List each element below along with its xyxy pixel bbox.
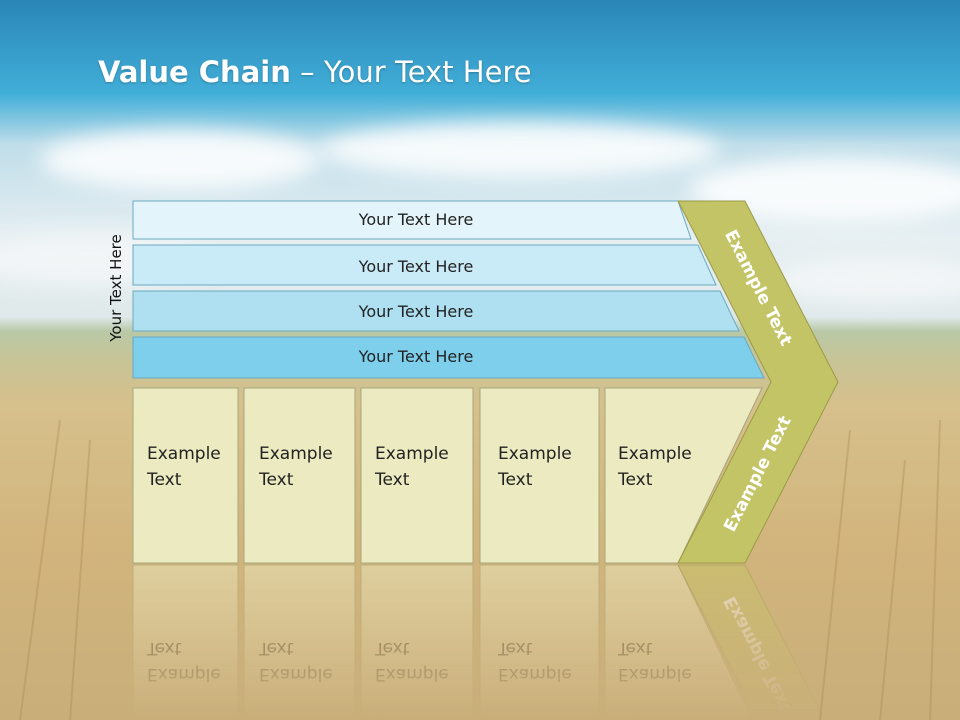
band-3 (132, 290, 740, 332)
cell-3 (360, 387, 474, 564)
cell-5-line1: Example (618, 444, 692, 464)
reflection-cell-4-line1: Example (498, 664, 572, 684)
reflection-cell-5-line2: Text (617, 638, 653, 658)
reflection-cell-3-line2: Text (374, 638, 410, 658)
title-main: Value Chain (98, 55, 291, 89)
page-title: Value Chain – Your Text Here (98, 55, 532, 89)
cell-2 (243, 387, 356, 564)
band-3-label: Your Text Here (358, 302, 474, 321)
title-rest: Your Text Here (323, 55, 532, 89)
band-1 (132, 200, 692, 240)
cell-1-line1: Example (147, 444, 221, 464)
cell-3-line2: Text (374, 470, 410, 490)
cell-4-line1: Example (498, 444, 572, 464)
reflection-cell-2-line1: Example (259, 664, 333, 684)
band-1-label: Your Text Here (358, 210, 474, 229)
reflection-cell-2-line2: Text (258, 638, 294, 658)
reflection-cell-4-line2: Text (497, 638, 533, 658)
reflection-cell-1-line2: Text (146, 638, 182, 658)
diagram-reflection: Example Text Example Text Example Text E… (132, 564, 826, 720)
cell-4-line2: Text (497, 470, 533, 490)
cell-1 (132, 387, 239, 564)
arrow-shape (677, 200, 839, 564)
band-2 (132, 244, 717, 286)
cell-3-line1: Example (375, 444, 449, 464)
cell-5-line2: Text (617, 470, 653, 490)
title-separator: – (290, 55, 324, 89)
cell-2-line1: Example (259, 444, 333, 464)
side-label: Your Text Here (107, 234, 125, 342)
cell-2-line2: Text (258, 470, 294, 490)
reflection-cell-1-line1: Example (147, 664, 221, 684)
primary-activities: Example Text Example Text Example Text E… (132, 387, 763, 564)
cell-4 (479, 387, 600, 564)
reflection-cell-3-line1: Example (375, 664, 449, 684)
band-4-label: Your Text Here (358, 347, 474, 366)
reflection-cell-5-line1: Example (618, 664, 692, 684)
support-bands: Your Text Here Your Text Here Your Text … (132, 200, 765, 379)
band-4 (132, 336, 765, 379)
cell-1-line2: Text (146, 470, 182, 490)
band-2-label: Your Text Here (358, 257, 474, 276)
